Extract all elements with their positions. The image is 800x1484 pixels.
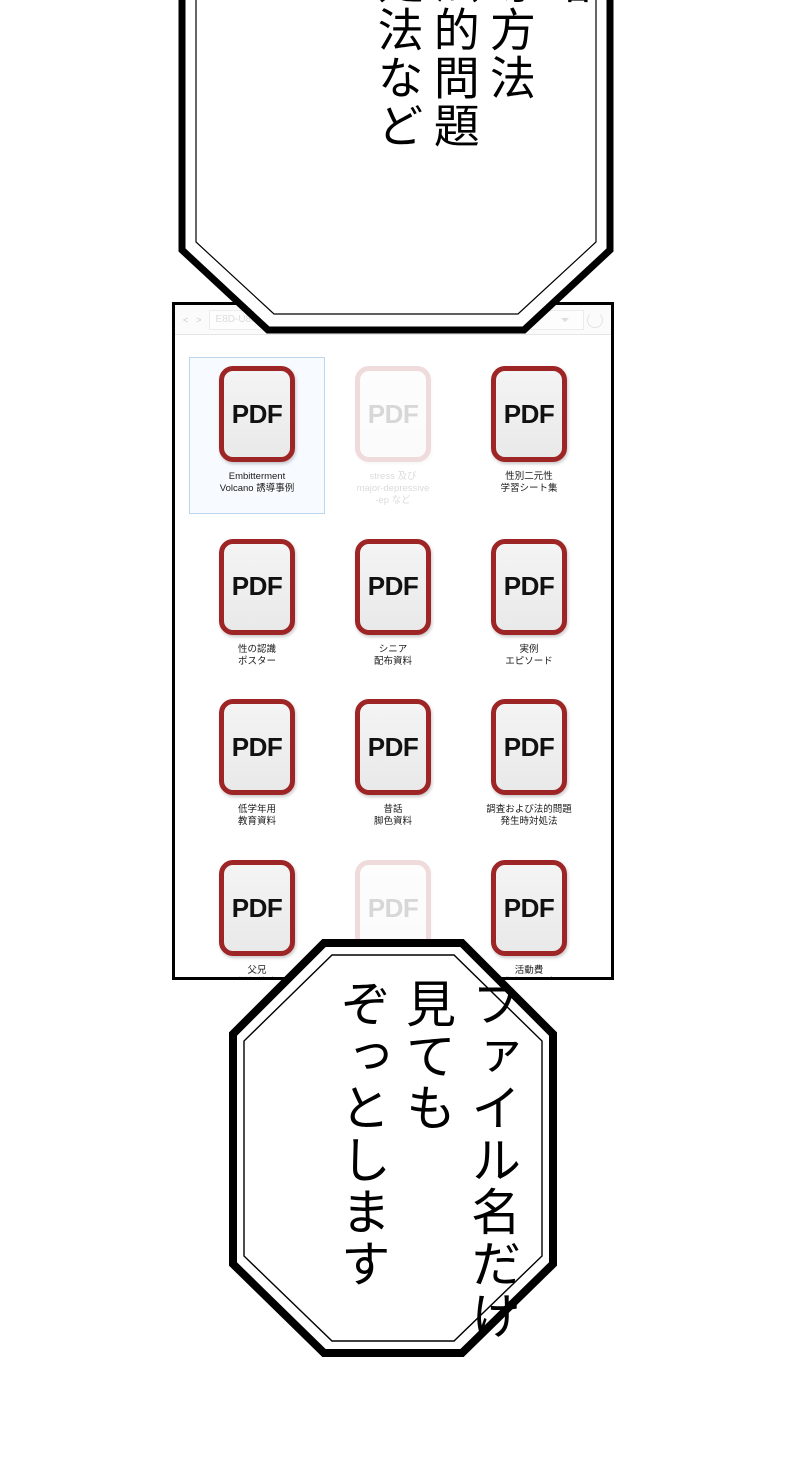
- file-name-label: 活動費 請求書(テンプレ): [514, 965, 544, 977]
- file-item[interactable]: PDF 調査および法的問題 発生時対処法: [461, 690, 597, 835]
- refresh-icon[interactable]: [587, 311, 603, 328]
- balloon-bottom-inner-line: [243, 954, 543, 1342]
- pdf-file-icon[interactable]: PDF: [219, 538, 295, 635]
- file-name-label: 低学年用 教育資料: [237, 804, 276, 828]
- pdf-icon-label: PDF: [503, 571, 555, 602]
- pdf-icon-label: PDF: [367, 731, 419, 762]
- pdf-icon-label: PDF: [367, 571, 419, 602]
- pdf-icon-label: PDF: [503, 892, 555, 923]
- balloon-top-inner-line: [195, 0, 597, 315]
- file-name-label: 調査および法的問題 発生時対処法: [486, 804, 572, 828]
- file-name-label: 父兄 説得戦略: [247, 965, 267, 977]
- chevron-down-icon[interactable]: [561, 317, 569, 322]
- file-item[interactable]: PDF 実例 エピソード: [461, 530, 597, 675]
- file-item[interactable]: PDF 活動費 請求書(テンプレ): [461, 851, 597, 977]
- file-name-label: 性別二元性 学習シート集: [500, 471, 558, 494]
- pdf-file-icon[interactable]: PDF: [219, 860, 295, 957]
- pdf-icon-label: PDF: [367, 398, 419, 429]
- file-name-label: 性の認識 ポスター: [237, 643, 276, 667]
- file-name-label: 昔話 脚色資料: [373, 804, 412, 828]
- pdf-file-icon[interactable]: PDF: [491, 860, 567, 957]
- pdf-icon-label: PDF: [231, 731, 283, 762]
- pdf-icon-label: PDF: [231, 398, 283, 429]
- file-item[interactable]: PDF 父兄 説得戦略: [189, 851, 325, 977]
- pdf-file-icon[interactable]: PDF: [355, 538, 431, 635]
- pdf-file-icon[interactable]: PDF: [355, 366, 431, 462]
- pdf-file-icon[interactable]: PDF: [355, 699, 431, 796]
- file-item[interactable]: PDF 昔話 脚色資料: [325, 690, 461, 835]
- balloon-top-text: 児説得戦略 全孤立誘導方法 査および法的問題 生時の対処法など: [370, 0, 594, 326]
- file-name-label: シニア 配布資料: [373, 643, 412, 667]
- balloon-bottom-shape: [229, 939, 557, 1357]
- file-item[interactable]: PDF シニア 配布資料: [325, 530, 461, 675]
- pdf-icon-label: PDF: [503, 398, 555, 429]
- pdf-file-icon[interactable]: PDF: [491, 538, 567, 635]
- pdf-file-icon[interactable]: PDF: [219, 366, 295, 462]
- file-item[interactable]: PDF stress 及び major-depressive -ep など: [325, 357, 461, 514]
- back-button[interactable]: <: [183, 314, 189, 325]
- file-item[interactable]: PDF Embitterment Volcano 誘導事例: [189, 357, 325, 514]
- balloon-bottom-text: ファイル名だけ 見ても ぞっとします: [333, 978, 521, 1342]
- file-item[interactable]: PDF 性の認識 ポスター: [189, 530, 325, 675]
- file-grid: PDF Embitterment Volcano 誘導事例 PDF stress 及び…: [175, 335, 611, 977]
- speech-balloon-top: 児説得戦略 全孤立誘導方法 査および法的問題 生時の対処法など: [176, 0, 616, 370]
- file-name-label: stress 及び major-depressive -ep など: [356, 471, 430, 506]
- file-name-label: 実例 エピソード: [505, 643, 553, 667]
- speech-balloon-bottom: ファイル名だけ 見ても ぞっとします: [228, 938, 558, 1358]
- file-name-label: Embitterment Volcano 誘導事例: [219, 471, 295, 494]
- file-item[interactable]: PDF 低学年用 教育資料: [189, 690, 325, 835]
- balloon-top-shape: [178, 0, 614, 334]
- pdf-file-icon[interactable]: PDF: [491, 699, 567, 796]
- pdf-icon-label: PDF: [503, 731, 555, 762]
- pdf-icon-label: PDF: [231, 892, 283, 923]
- pdf-file-icon[interactable]: PDF: [219, 699, 295, 796]
- file-item[interactable]: PDF 性別二元性 学習シート集: [461, 357, 597, 514]
- pdf-icon-label: PDF: [367, 892, 419, 923]
- pdf-icon-label: PDF: [231, 571, 283, 602]
- breadcrumb-segment[interactable]: E8D-U83<1I: [215, 314, 271, 325]
- forward-button[interactable]: >: [196, 314, 202, 325]
- pdf-file-icon[interactable]: PDF: [491, 366, 567, 462]
